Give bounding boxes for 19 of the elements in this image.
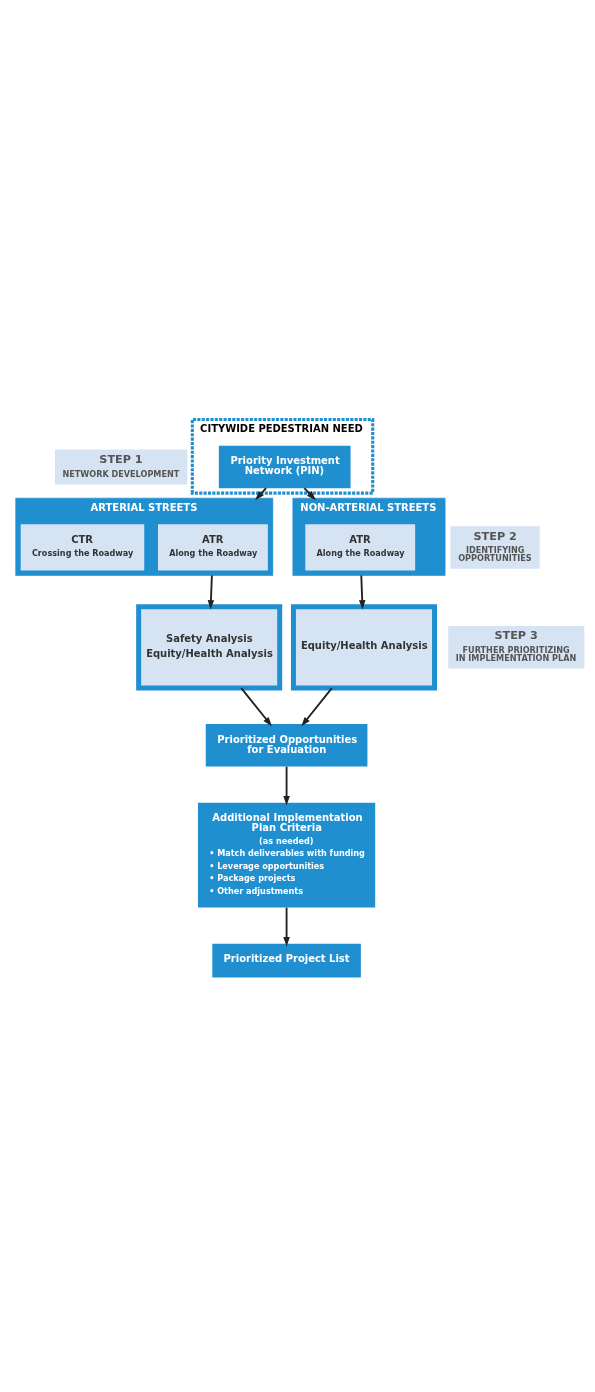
arrow [358, 574, 366, 610]
arrow [303, 487, 316, 501]
node-box: Prioritized Project List [212, 943, 361, 978]
node-box: STEP 1 NETWORK DEVELOPMENT [55, 449, 188, 485]
node-box: STEP 3 FURTHER PRIORITIZING IN IMPLEMENTATION PLAN [448, 626, 585, 669]
node-box: ATR Along the Roadway [305, 524, 416, 571]
node-box: CTR Crossing the Roadway [20, 524, 145, 571]
arrow [240, 687, 272, 727]
node-box: ATR Along the Roadway [158, 524, 268, 571]
node-box: Equity/Health Analysis [290, 604, 437, 691]
arrow [207, 574, 215, 610]
node-box: Additional Implementation Plan Criteria (as needed) • Match deliverables with funding • Leverage opportunities • Package projects • Other adjustments [197, 802, 376, 908]
arrow [283, 765, 290, 806]
node-box: Priority Investment Network (PIN) [218, 445, 351, 489]
node-box: STEP 2 IDENTIFYING OPPORTUNITIES [450, 526, 540, 569]
node-box: Safety Analysis Equity/Health Analysis [136, 604, 283, 691]
arrow [301, 687, 333, 727]
node-box: Prioritized Opportunities for Evaluation [205, 724, 368, 767]
arrow [283, 906, 290, 947]
